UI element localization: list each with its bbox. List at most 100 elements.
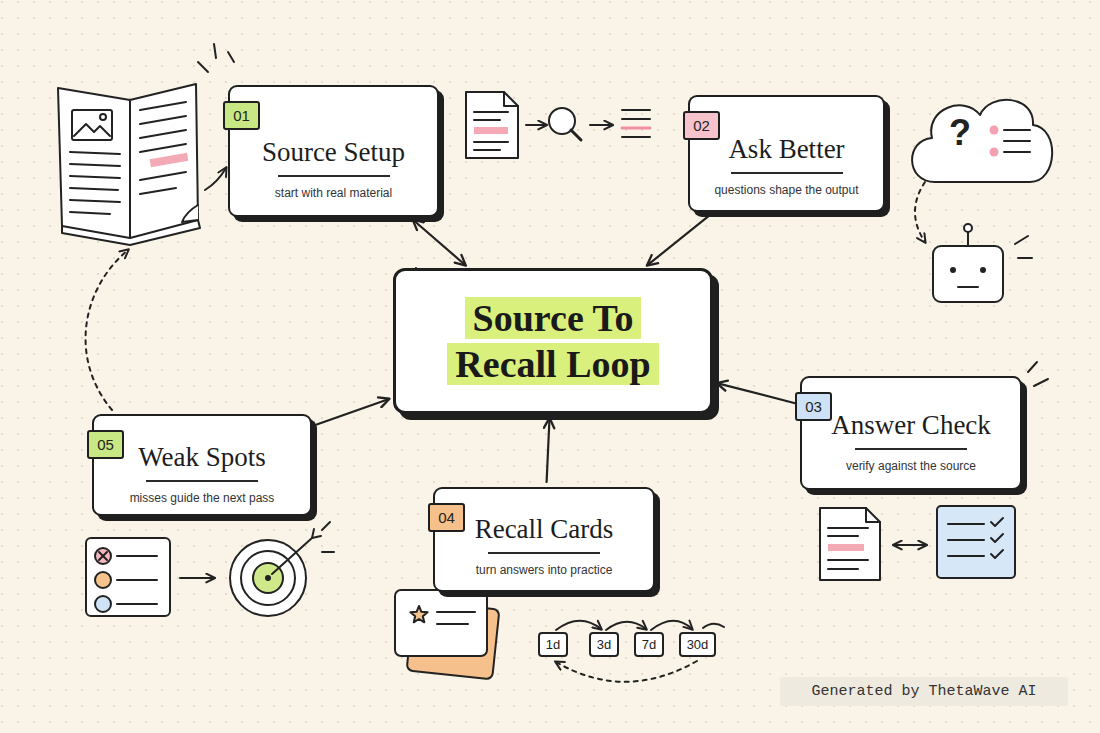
weak-spots-illustration bbox=[86, 250, 334, 616]
weak-spots-illustration bbox=[241, 551, 295, 605]
step-caption: start with real material bbox=[275, 186, 392, 200]
weak-spots-illustration bbox=[117, 555, 157, 557]
step-box: 01Source Setupstart with real material bbox=[228, 85, 439, 217]
check-illustration bbox=[937, 506, 1015, 578]
search-illustration bbox=[622, 118, 650, 120]
weak-spots-illustration bbox=[95, 548, 111, 564]
question-cloud bbox=[990, 126, 999, 135]
search-illustration bbox=[474, 119, 500, 121]
question-cloud bbox=[912, 100, 1052, 242]
book-illustration bbox=[100, 114, 106, 120]
robot-icon bbox=[964, 224, 972, 232]
recall-cards-illustration bbox=[556, 621, 601, 630]
search-illustration bbox=[466, 92, 650, 158]
weak-spots-illustration bbox=[322, 522, 330, 530]
book-illustration bbox=[74, 124, 110, 136]
check-illustration bbox=[948, 555, 984, 557]
book-illustration bbox=[140, 144, 186, 152]
search-illustration bbox=[474, 111, 508, 113]
search-illustration bbox=[590, 124, 612, 126]
weak-spots-illustration bbox=[312, 529, 321, 538]
step-box: 04Recall Cardsturn answers into practice bbox=[433, 487, 655, 592]
recall-cards-illustration bbox=[437, 623, 468, 625]
interval-chip: 7d bbox=[634, 632, 664, 657]
question-cloud bbox=[990, 148, 999, 157]
robot-icon bbox=[958, 286, 978, 288]
book-illustration bbox=[140, 102, 186, 110]
step-title: Source Setup bbox=[262, 137, 405, 167]
interval-chip: 3d bbox=[589, 632, 619, 657]
robot-icon bbox=[980, 267, 986, 273]
book-illustration bbox=[140, 172, 186, 180]
book-illustration bbox=[58, 44, 234, 245]
book-illustration bbox=[72, 110, 112, 140]
search-illustration bbox=[474, 141, 508, 143]
robot-icon bbox=[967, 232, 969, 246]
weak-spots-illustration bbox=[322, 551, 334, 553]
step-number: 02 bbox=[683, 111, 720, 140]
robot-icon bbox=[933, 224, 1032, 302]
robot-icon bbox=[1015, 236, 1028, 244]
watermark: Generated by ThetaWave AI bbox=[780, 677, 1068, 706]
book-illustration bbox=[70, 188, 118, 190]
weak-spots-illustration bbox=[117, 579, 157, 581]
book-illustration bbox=[140, 130, 186, 138]
step-number: 05 bbox=[87, 430, 124, 459]
book-illustration bbox=[198, 62, 208, 72]
book-illustration bbox=[70, 152, 120, 154]
recall-cards-illustration bbox=[437, 611, 475, 613]
step-number: 04 bbox=[428, 503, 465, 532]
book-illustration bbox=[70, 176, 120, 178]
search-illustration bbox=[474, 127, 508, 134]
recall-cards-illustration bbox=[651, 621, 692, 630]
weak-spots-illustration bbox=[265, 575, 271, 581]
flow-arrow bbox=[414, 220, 465, 264]
question-cloud bbox=[1004, 151, 1030, 153]
check-illustration bbox=[991, 534, 1003, 542]
check-illustration bbox=[948, 539, 984, 541]
step-box: 05Weak Spotsmisses guide the next pass bbox=[92, 414, 312, 516]
book-illustration bbox=[140, 188, 176, 194]
check-illustration bbox=[948, 523, 984, 525]
title-underline bbox=[731, 172, 843, 174]
book-illustration bbox=[150, 153, 189, 167]
book-illustration bbox=[228, 52, 234, 62]
title-underline bbox=[146, 480, 258, 482]
weak-spots-illustration bbox=[180, 577, 214, 579]
search-illustration bbox=[504, 92, 518, 106]
check-illustration bbox=[1034, 379, 1048, 386]
weak-spots-illustration bbox=[86, 250, 128, 410]
search-illustration bbox=[622, 127, 650, 130]
check-illustration bbox=[866, 508, 880, 522]
step-caption: misses guide the next pass bbox=[130, 491, 275, 505]
book-illustration bbox=[58, 88, 130, 238]
step-title: Answer Check bbox=[831, 410, 991, 440]
question-cloud bbox=[1004, 140, 1030, 142]
recall-cards-illustration bbox=[703, 624, 724, 628]
step-title: Weak Spots bbox=[138, 442, 266, 472]
robot-icon bbox=[1018, 257, 1032, 259]
title-underline bbox=[278, 175, 390, 177]
search-illustration bbox=[622, 109, 650, 111]
check-illustration bbox=[828, 559, 868, 561]
book-illustration bbox=[130, 84, 198, 238]
step-number: 01 bbox=[223, 101, 260, 130]
weak-spots-illustration bbox=[230, 540, 306, 616]
search-illustration bbox=[526, 124, 546, 126]
question-cloud bbox=[1004, 129, 1030, 131]
hub-box: Source To Recall Loop bbox=[393, 268, 713, 414]
check-illustration bbox=[820, 508, 880, 580]
book-illustration bbox=[70, 212, 110, 214]
question-cloud bbox=[915, 182, 925, 242]
book-illustration bbox=[205, 168, 226, 190]
weak-spots-illustration bbox=[99, 552, 107, 560]
robot-icon bbox=[933, 246, 1003, 302]
recall-cards-illustration bbox=[410, 606, 427, 622]
weak-spots-illustration bbox=[95, 572, 111, 588]
recall-cards-illustration bbox=[395, 590, 487, 656]
hub-title: Source To Recall Loop bbox=[447, 297, 658, 385]
weak-spots-illustration bbox=[99, 552, 107, 560]
interval-chip: 30d bbox=[679, 632, 716, 657]
weak-spots-illustration bbox=[117, 603, 157, 605]
